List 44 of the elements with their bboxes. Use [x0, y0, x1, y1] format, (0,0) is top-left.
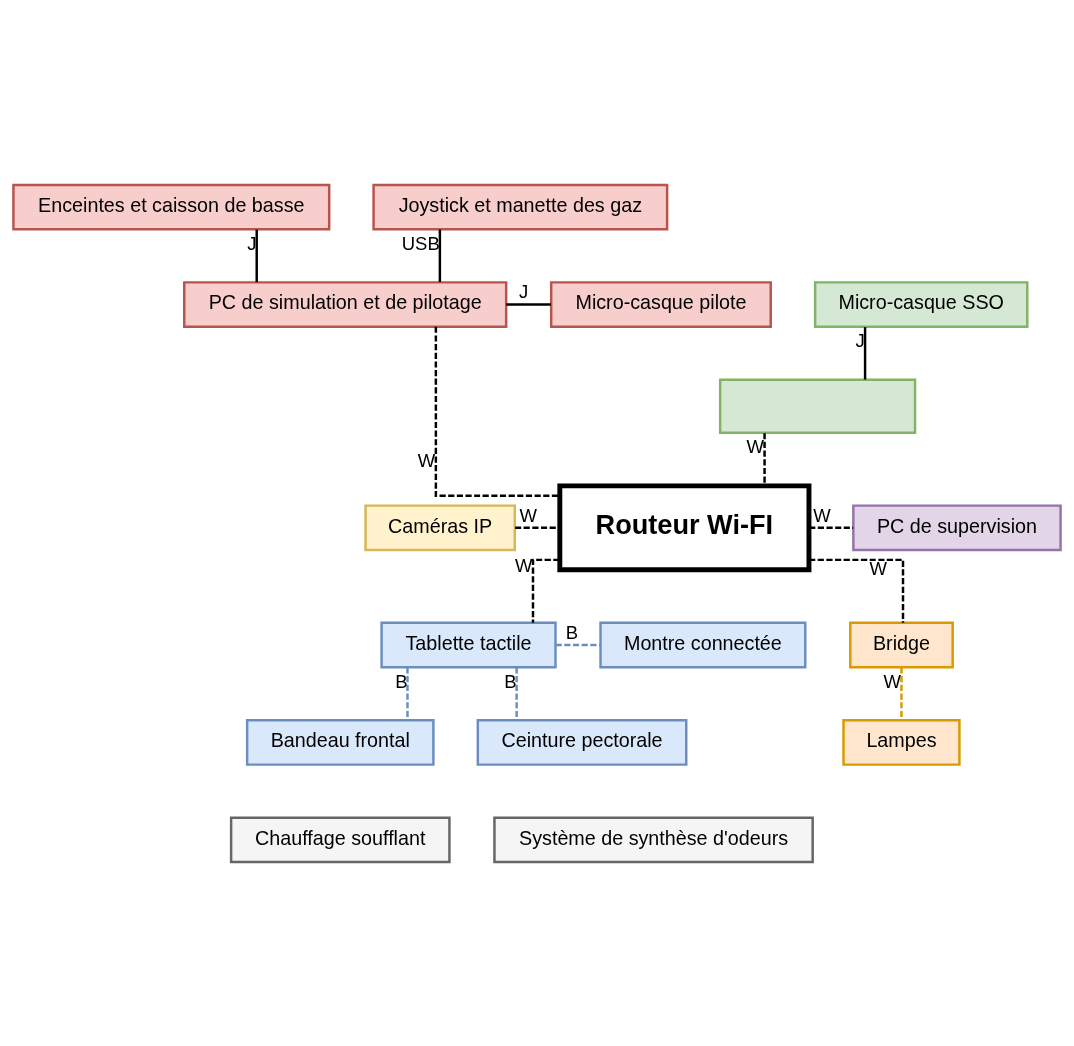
edge-label: W	[746, 435, 765, 457]
node-box: Système de synthèse d'odeurs	[493, 815, 814, 863]
edge-label: W	[813, 504, 831, 526]
connector	[763, 432, 766, 486]
node-box: Bandeau frontal	[245, 718, 435, 766]
connector	[515, 667, 518, 720]
connector	[438, 229, 442, 282]
node-box: Joystick et manette des gaz	[372, 183, 669, 231]
connector	[406, 667, 409, 720]
edge-label: B	[395, 670, 408, 692]
edge-label: W	[417, 449, 436, 471]
edge-label: B	[504, 670, 517, 692]
edge-label: W	[869, 557, 887, 579]
node-box: Ceinture pectorale	[476, 718, 688, 766]
node-box: Micro-casque SSO	[813, 280, 1029, 328]
node-box: Micro-casque pilote	[549, 280, 772, 328]
edge-label: J	[247, 232, 257, 254]
node-box: Tablette tactile	[380, 621, 557, 668]
connector	[531, 558, 560, 623]
edge-label: W	[519, 504, 537, 526]
node-box: Chauffage soufflant	[229, 815, 451, 863]
edge-label: J	[855, 329, 865, 351]
node-box: Caméras IP	[364, 503, 517, 551]
node-box: PC de supervision	[852, 503, 1062, 551]
connector	[900, 667, 903, 720]
connector	[809, 558, 905, 623]
edge-label: W	[515, 554, 533, 576]
connector	[555, 643, 601, 646]
node-box: Enceintes et caisson de basse	[12, 183, 331, 231]
node-box: PC de simulation et de pilotage	[183, 280, 508, 328]
node-box: Bridge	[849, 621, 954, 668]
edge-label: W	[883, 670, 901, 692]
connector	[863, 326, 867, 379]
edge-label: J	[519, 280, 529, 302]
edge-label: B	[565, 621, 578, 643]
connector	[506, 302, 551, 306]
node-box: Routeur Wi-FI	[557, 482, 812, 572]
node-box	[718, 378, 917, 434]
connector	[434, 326, 560, 497]
connector	[809, 526, 854, 529]
node-box: Montre connectée	[599, 621, 807, 668]
node-box: Lampes	[842, 718, 961, 766]
connector	[255, 229, 258, 282]
edge-label: USB	[401, 232, 440, 254]
